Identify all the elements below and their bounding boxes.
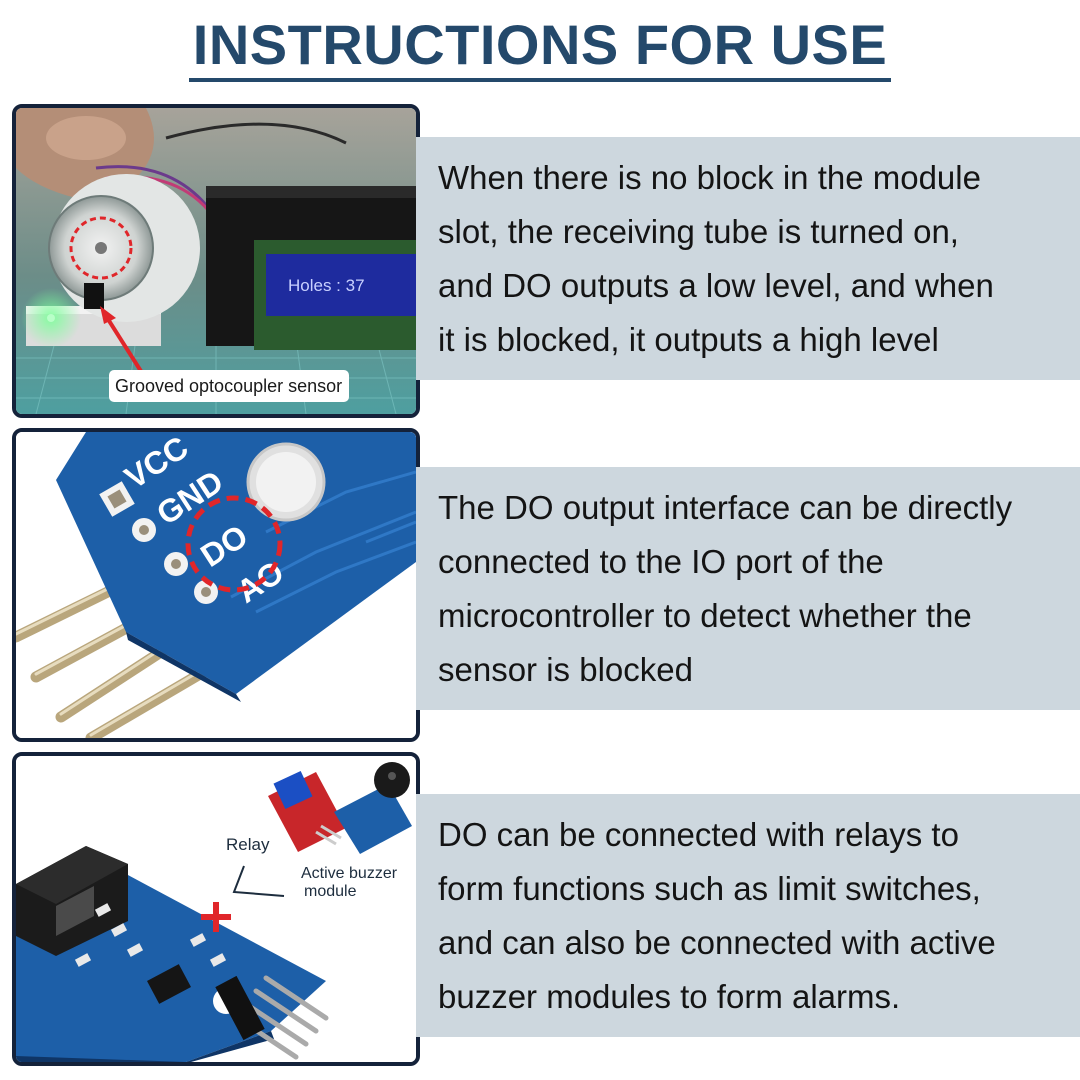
instruction-2-line-4: sensor is blocked bbox=[438, 650, 693, 688]
pin-scene: VCC GND DO AO bbox=[16, 432, 416, 738]
instruction-2-line-3: microcontroller to detect whether the bbox=[438, 596, 972, 634]
optocoupler-scene: Holes : 37 Grooved optocoupler sensor bbox=[16, 108, 416, 414]
relay-pointer-line bbox=[232, 865, 285, 897]
relay-label: Relay bbox=[226, 835, 270, 854]
buzzer-label-line-1: Active buzzer bbox=[301, 865, 398, 882]
instruction-3-line-1: DO can be connected with relays to bbox=[438, 815, 959, 853]
instruction-band-1: When there is no block in the module slo… bbox=[416, 137, 1080, 380]
module-combo-photo: Relay Active buzzer module bbox=[12, 752, 420, 1066]
buzzer-label-line-2: module bbox=[304, 883, 357, 900]
instruction-3-line-2: form functions such as limit switches, bbox=[438, 869, 981, 907]
instruction-3-line-4: buzzer modules to form alarms. bbox=[438, 977, 901, 1015]
instruction-band-3: DO can be connected with relays to form … bbox=[416, 794, 1080, 1037]
instruction-2-line-2: connected to the IO port of the bbox=[438, 542, 884, 580]
photo-caption: Grooved optocoupler sensor bbox=[115, 376, 342, 396]
page-title-text: INSTRUCTIONS FOR USE bbox=[188, 13, 892, 82]
instruction-3-line-3: and can also be connected with active bbox=[438, 923, 996, 961]
instruction-band-2: The DO output interface can be directly … bbox=[416, 467, 1080, 710]
instruction-1-line-4: it is blocked, it outputs a high level bbox=[438, 320, 939, 358]
instruction-1-line-1: When there is no block in the module bbox=[438, 158, 981, 196]
page-title: INSTRUCTIONS FOR USE bbox=[0, 12, 1080, 82]
instruction-1-line-3: and DO outputs a low level, and when bbox=[438, 266, 994, 304]
plus-icon bbox=[201, 902, 231, 932]
instruction-2-line-1: The DO output interface can be directly bbox=[438, 488, 1013, 526]
module-scene: Relay Active buzzer module bbox=[16, 756, 416, 1062]
optocoupler-photo: Holes : 37 Grooved optocoupler sensor bbox=[12, 104, 420, 418]
do-highlight-circle bbox=[185, 495, 283, 593]
pin-closeup-photo: VCC GND DO AO bbox=[12, 428, 420, 742]
lcd-text: Holes : 37 bbox=[288, 276, 365, 295]
instruction-1-line-2: slot, the receiving tube is turned on, bbox=[438, 212, 959, 250]
